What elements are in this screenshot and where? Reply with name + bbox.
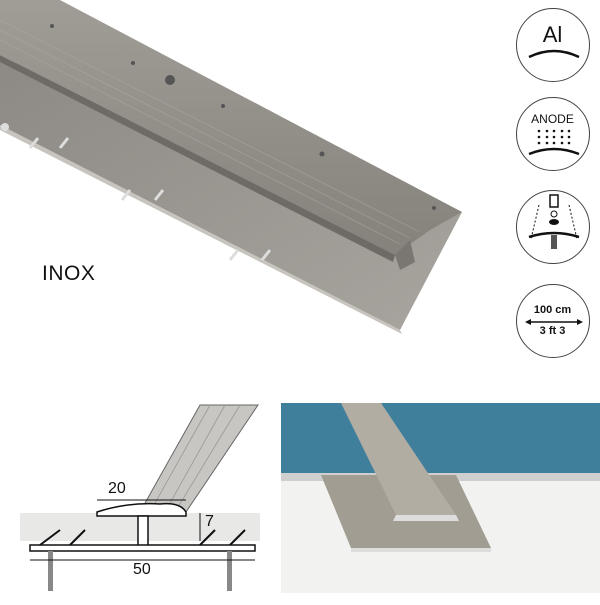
aluminium-text: Al xyxy=(542,22,563,47)
installed-photo xyxy=(281,403,600,593)
anodized-text: ANODE xyxy=(531,112,574,126)
length-badge: 100 cm 3 ft 3 xyxy=(516,284,590,358)
length-imperial: 3 ft 3 xyxy=(539,325,566,337)
anodized-badge: ANODE xyxy=(516,97,590,171)
product-photo xyxy=(0,0,470,340)
technical-diagram: 20 7 50 xyxy=(0,390,270,600)
length-metric: 100 cm xyxy=(533,304,572,316)
base-width-dimension: 50 xyxy=(133,561,151,578)
aluminium-badge: Al xyxy=(516,8,590,82)
top-width-dimension: 20 xyxy=(108,480,126,497)
height-dimension: 7 xyxy=(205,513,214,530)
screw-fixing-badge xyxy=(516,190,590,264)
material-label: INOX xyxy=(42,262,96,285)
